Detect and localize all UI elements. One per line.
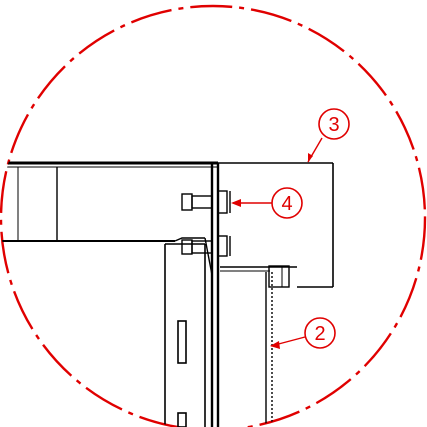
- callout-item-4: 4: [231, 187, 303, 219]
- callout-3-balloon: [318, 108, 350, 140]
- cap-profile-outline: [218, 163, 333, 287]
- drawing-linework: [1, 161, 334, 427]
- bolt-lower-nut: [217, 235, 228, 257]
- callout-4-balloon: [271, 187, 303, 219]
- infill-clip: [268, 265, 290, 288]
- bolt-lower-shank: [191, 240, 213, 254]
- detail-circle-boundary: [0, 4, 427, 427]
- panel-slot-upper: [177, 320, 187, 364]
- bolt-lower-head: [181, 239, 193, 255]
- callout-3-label: 3: [328, 114, 339, 136]
- panel-slot-lower: [177, 412, 187, 427]
- callout-4-label: 4: [281, 193, 292, 215]
- callout-2-balloon: [304, 317, 336, 349]
- bolt-upper-nut: [217, 190, 228, 214]
- callout-item-2: 2: [270, 317, 336, 349]
- bolt-upper-head: [181, 193, 193, 211]
- bolt-upper-shank: [191, 195, 213, 209]
- web-bevel: [204, 237, 213, 276]
- callout-2-label: 2: [314, 323, 325, 345]
- beam-end-profile: [174, 237, 205, 242]
- callout-3-arrowhead: [308, 153, 313, 162]
- callout-4-arrowhead: [231, 199, 241, 207]
- callout-2-arrowhead: [270, 341, 280, 349]
- callout-item-3: 3: [307, 108, 350, 163]
